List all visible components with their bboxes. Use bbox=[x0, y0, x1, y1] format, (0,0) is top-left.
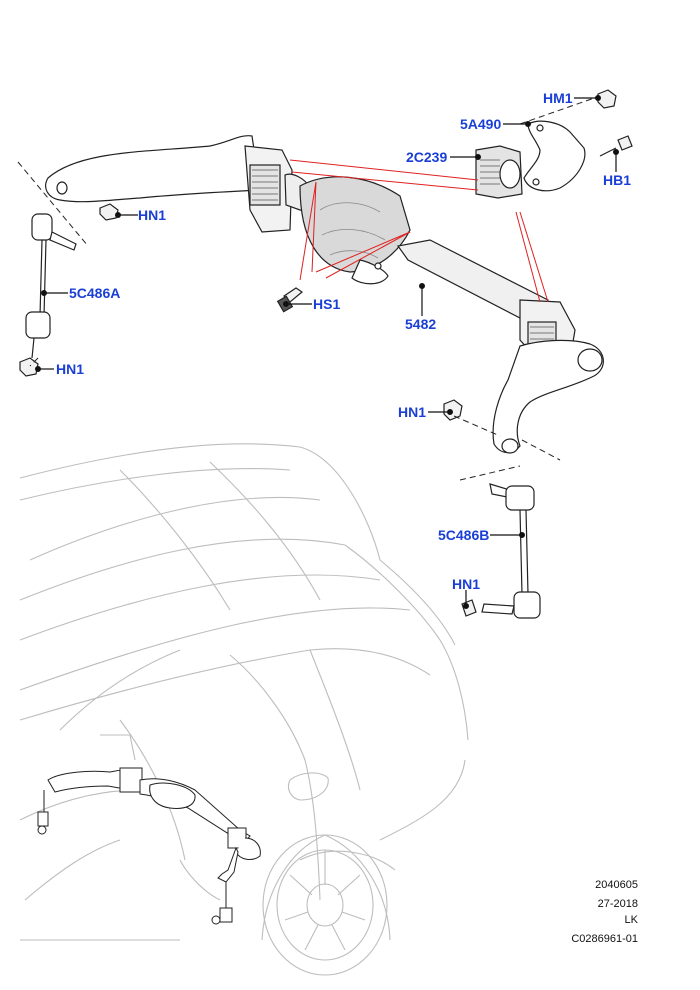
anti-roll-bar-assembly bbox=[19, 89, 633, 619]
assembly-axes bbox=[17, 95, 601, 481]
callout-hn1-bottom[interactable]: HN1 bbox=[452, 576, 481, 592]
reference-lines bbox=[289, 159, 549, 303]
drawing-region-code: LK bbox=[624, 914, 638, 926]
callout-hn1-mid[interactable]: HN1 bbox=[398, 404, 427, 420]
drawing-reference-id: C0286961-01 bbox=[571, 933, 638, 945]
callout-hm1[interactable]: HM1 bbox=[543, 90, 573, 106]
callout-hn1-left[interactable]: HN1 bbox=[56, 361, 85, 377]
callout-2c239[interactable]: 2C239 bbox=[406, 149, 448, 165]
installed-bar-thumbnail bbox=[37, 767, 261, 925]
drawing-number: 2040605 bbox=[595, 879, 638, 891]
callout-hs1[interactable]: HS1 bbox=[313, 296, 341, 312]
callout-5a490[interactable]: 5A490 bbox=[460, 116, 502, 132]
vehicle-outline bbox=[19, 443, 469, 976]
callout-hn1-top[interactable]: HN1 bbox=[138, 207, 167, 223]
callout-hb1[interactable]: HB1 bbox=[603, 172, 632, 188]
callout-5c486a[interactable]: 5C486A bbox=[69, 285, 121, 301]
callout-5c486b[interactable]: 5C486B bbox=[438, 527, 490, 543]
callout-5482[interactable]: 5482 bbox=[405, 316, 437, 332]
callout-leaders bbox=[34, 94, 619, 609]
drawing-date-code: 27-2018 bbox=[597, 898, 638, 910]
